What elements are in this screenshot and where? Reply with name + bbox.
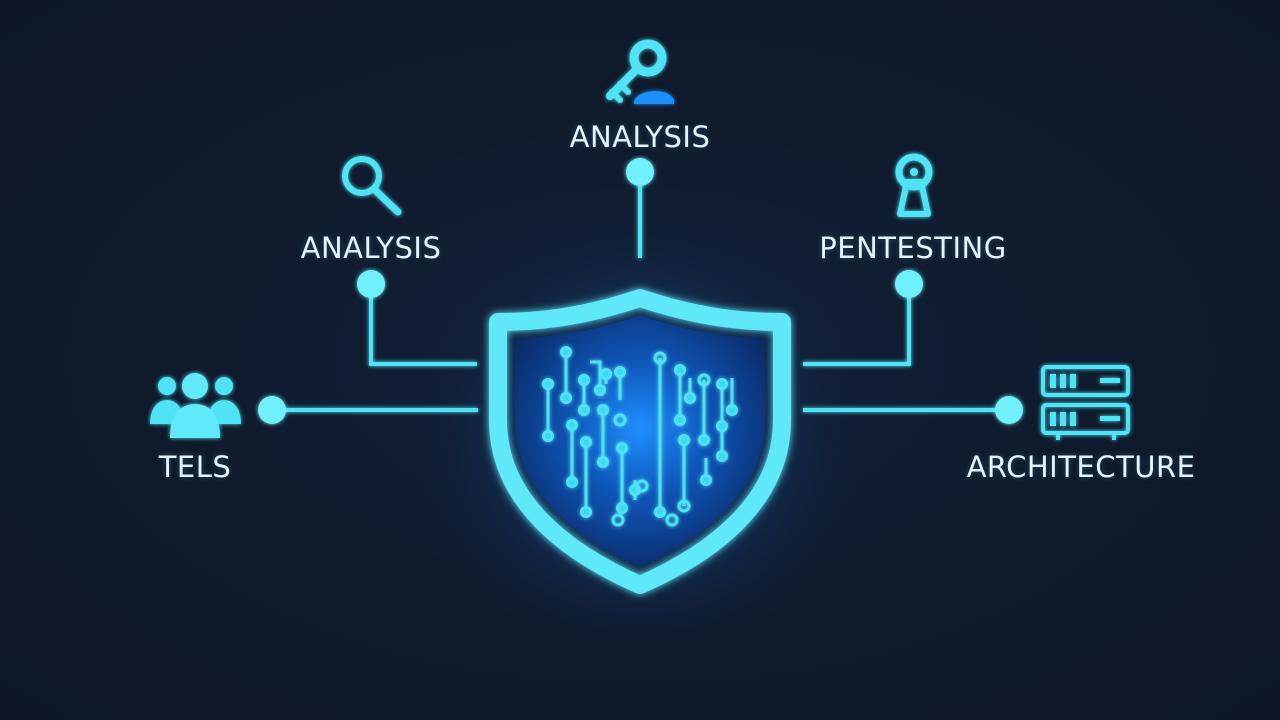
node-label-top: ANALYSIS [569,120,711,154]
dot-top [626,158,654,186]
magnifier-icon [342,156,402,216]
shield-body [515,316,765,566]
connector-upper-left [369,296,477,366]
keyhole-icon [895,153,933,217]
people-group-icon [150,373,241,438]
circuit-traces [542,346,738,527]
connector-upper-right [803,296,911,366]
dot-upper-right [895,270,923,298]
node-label-upper-right: PENTESTING [819,231,1007,265]
shield-circuit-icon [489,289,791,594]
shield-outline [489,289,791,594]
node-label-left: TELS [158,450,232,484]
key-icon [606,39,674,104]
dot-left [258,396,286,424]
node-label-upper-left: ANALYSIS [300,231,442,265]
connector-dots [258,158,1023,424]
dot-upper-left [357,270,385,298]
dot-right [995,396,1023,424]
server-icon [1041,365,1130,440]
connector-lines [284,184,997,412]
node-label-right: ARCHITECTURE [966,450,1196,484]
